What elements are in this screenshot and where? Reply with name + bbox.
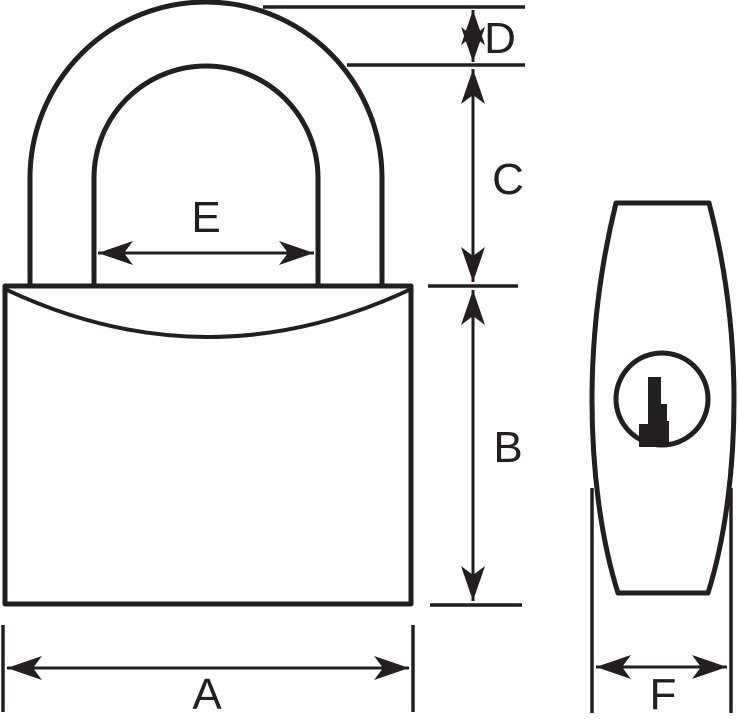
dim-label-C: C xyxy=(492,155,524,204)
dim-label-A: A xyxy=(192,670,222,719)
dim-label-F: F xyxy=(650,670,677,719)
shackle-outer-outline xyxy=(27,0,385,287)
shackle-inner-outline xyxy=(91,63,321,287)
dim-label-E: E xyxy=(191,193,220,242)
side-body-outline xyxy=(589,200,737,596)
dim-label-B: B xyxy=(493,423,522,472)
body-top-curve xyxy=(6,288,410,339)
key-icon xyxy=(639,377,669,447)
dim-label-D: D xyxy=(484,14,516,63)
dimension-A: A xyxy=(1,625,415,719)
side-view: F xyxy=(589,200,737,719)
padlock-body-outline xyxy=(2,283,414,607)
front-view: E xyxy=(2,0,414,607)
dimension-stack: D C B xyxy=(263,5,525,607)
